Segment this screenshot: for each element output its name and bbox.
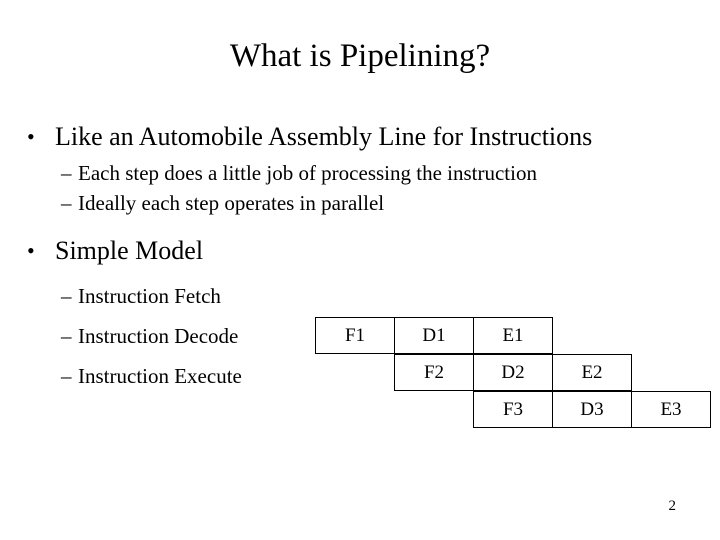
bullet-marker-icon: • [27,124,35,149]
sub-bullet-item-2-2: – Instruction Decode [0,316,720,356]
pipeline-diagram: F1 D1 E1 F2 D2 E2 F3 D3 E3 [315,317,715,429]
pipeline-cell: D1 [394,317,474,354]
pipeline-cell: E3 [631,391,711,428]
pipeline-cell: F2 [394,354,474,391]
dash-marker-icon: – [61,161,72,185]
pipeline-cell: F3 [473,391,553,428]
sub-list-1: – Each step does a little job of process… [0,158,720,218]
pipeline-cell: E1 [473,317,553,354]
pipeline-cell: D2 [473,354,553,391]
dash-marker-icon: – [61,284,72,308]
sub-bullet-item-2-3-label: Instruction Execute [78,364,242,388]
page-number: 2 [668,498,677,514]
slide-body: • Like an Automobile Assembly Line for I… [0,118,720,396]
sub-bullet-item-2-1: – Instruction Fetch [0,276,720,316]
dash-marker-icon: – [61,324,72,348]
bullet-group-1: • Like an Automobile Assembly Line for I… [0,118,720,218]
dash-marker-icon: – [61,364,72,388]
sub-bullet-item-1-2-label: Ideally each step operates in parallel [78,191,385,215]
sub-bullet-item-1-2: – Ideally each step operates in parallel [0,188,720,218]
sub-bullet-item-2-1-label: Instruction Fetch [78,284,221,308]
bullet-group-2: • Simple Model – Instruction Fetch – Ins… [0,232,720,396]
bullet-item-1: • Like an Automobile Assembly Line for I… [0,118,655,156]
bullet-item-1-label: Like an Automobile Assembly Line for Ins… [55,122,593,151]
sub-bullet-item-1-1-label: Each step does a little job of processin… [78,161,537,185]
pipeline-cell: F1 [315,317,395,354]
sub-bullet-item-1-1: – Each step does a little job of process… [0,158,720,188]
pipeline-cell: E2 [552,354,632,391]
dash-marker-icon: – [61,191,72,215]
page-title: What is Pipelining? [229,38,491,74]
sub-list-2: – Instruction Fetch – Instruction Decode… [0,276,720,396]
sub-bullet-item-2-2-label: Instruction Decode [78,324,239,348]
bullet-item-2: • Simple Model [0,232,655,270]
bullet-item-2-label: Simple Model [55,236,204,265]
sub-bullet-item-2-3: – Instruction Execute [0,356,720,396]
pipeline-cell: D3 [552,391,632,428]
bullet-marker-icon: • [27,238,35,263]
